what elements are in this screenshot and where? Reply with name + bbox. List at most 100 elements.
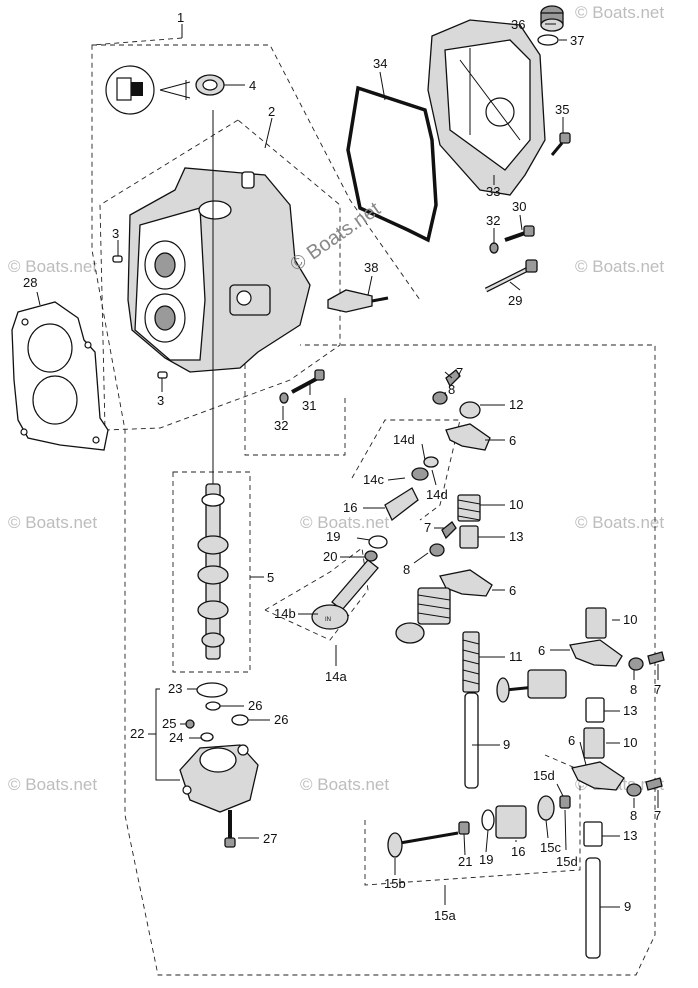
nut [628,657,644,671]
valve-spring [462,631,480,693]
callout-label: 25 [162,716,176,731]
callout-label: 33 [486,184,500,199]
nut [432,391,448,405]
lifter [583,821,603,847]
pin [185,719,195,729]
callout-label: 6 [538,643,545,658]
adjusting-screw [647,651,665,665]
callout-label: 34 [373,56,387,71]
callout-label: 14a [325,669,347,684]
outline-valve-group-14 [351,419,461,521]
callout-label: 15d [556,854,578,869]
oil-pump [179,744,259,813]
callout-label: 32 [486,213,500,228]
watermark: © Boats.net [8,257,97,276]
callout-label: 16 [343,500,357,515]
callout-label: 23 [168,681,182,696]
leader-lines [36,23,659,908]
callout-label: 24 [169,730,183,745]
valve-assembly [496,669,567,703]
callout-label: 7 [424,520,431,535]
push-rod [464,692,479,789]
callout-label: 13 [623,703,637,718]
callout-label: 15c [540,840,561,855]
bolt [291,369,325,394]
valve-spring [457,494,481,522]
callout-label: 31 [302,398,316,413]
callout-label: 3 [112,226,119,241]
assembly-outlines [91,37,656,976]
callout-label: 15b [384,876,406,891]
spark-plug [327,289,389,313]
callout-label: 22 [130,726,144,741]
callout-label: 6 [509,583,516,598]
o-ring [205,701,221,711]
callout-label: 29 [508,293,522,308]
watermark-tiles: © Boats.net © Boats.net © Boats.net © Bo… [8,3,664,794]
rocker-arm [569,639,623,667]
nut [429,543,445,557]
washer [489,242,499,254]
cover-bolt [550,132,571,156]
callout-label: 13 [623,828,637,843]
o-ring [196,682,228,698]
adjusting-screw [645,777,663,791]
callout-label: 14d [426,487,448,502]
collet [559,795,571,809]
valve-spring [585,607,607,639]
lifter [459,525,479,549]
callout-label: 11 [509,649,523,664]
outline-assembly-1-top [92,44,421,301]
watermark: © Boats.net [8,513,97,532]
callout-label: 14b [274,606,296,621]
watermark: © Boats.net [8,775,97,794]
callout-label: 19 [326,529,340,544]
callout-label: 7 [456,365,463,380]
callout-label: 8 [403,562,410,577]
o-ring [537,34,559,46]
callout-label: 26 [248,698,262,713]
valve-cotter [458,821,470,835]
o-ring [231,714,249,726]
oil-filler-cap [540,5,564,32]
callout-label: 14d [393,432,415,447]
callout-label: 19 [479,852,493,867]
callout-label: 20 [323,549,337,564]
valve-cap [459,401,481,419]
adjusting-screw [441,521,457,540]
spring-retainer [537,795,555,821]
watermark: © Boats.net [300,513,389,532]
callout-label: 2 [268,104,275,119]
lifter [585,697,605,723]
callout-label: 30 [512,199,526,214]
valve-assembly [387,831,459,858]
callout-label: 1 [177,10,184,25]
cylinder-head-gasket [11,301,109,451]
callout-label: 32 [274,418,288,433]
callout-label: 9 [624,899,631,914]
callout-label: 13 [509,529,523,544]
cylinder-head [127,167,311,373]
callout-label: 15d [533,768,555,783]
outline-assembly-2 [99,119,341,431]
callout-label: 3 [157,393,164,408]
rocker-arm [571,761,625,791]
callout-label: 9 [503,737,510,752]
rocker-arm [445,423,491,451]
cylinder-head-cover [427,19,546,196]
watermark: © Boats.net [575,513,664,532]
callout-label: 5 [267,570,274,585]
cover-gasket [346,85,438,243]
adjusting-screw [445,369,461,388]
valve-spring [583,727,605,759]
callout-label: 16 [511,844,525,859]
callout-label: 28 [23,275,37,290]
service-manual-icon [105,65,155,115]
pump-bolt [224,810,236,848]
callout-label: 10 [623,612,637,627]
callout-label: 7 [654,682,661,697]
valve-marking: IN [325,617,331,623]
callout-label: 10 [509,497,523,512]
dowel-pin [112,255,123,263]
callout-label: 8 [448,382,455,397]
